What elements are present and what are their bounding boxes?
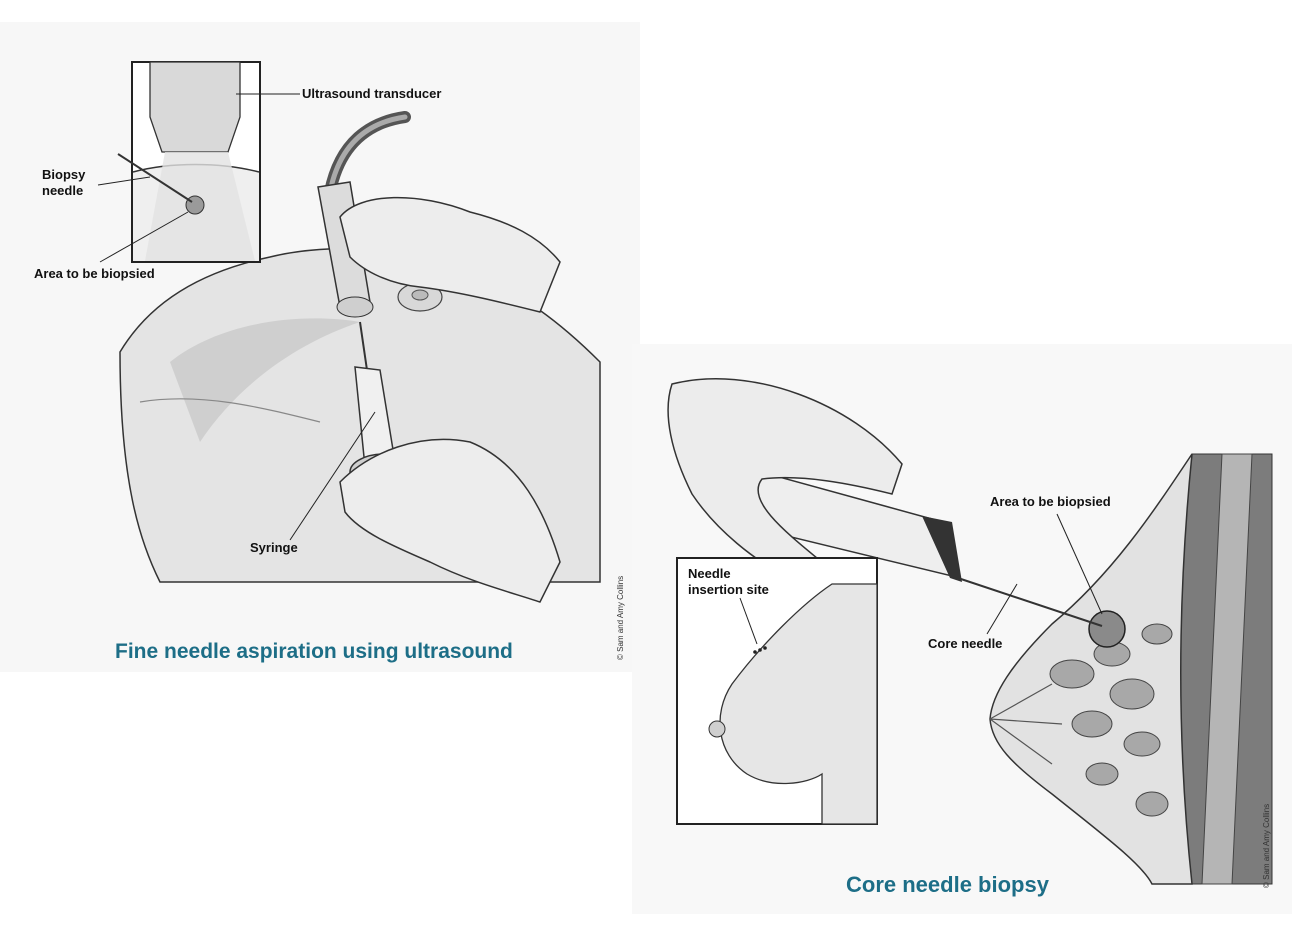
- upper-hand: [339, 196, 561, 313]
- core-hand: [667, 378, 903, 590]
- label-core-needle: Core needle: [928, 636, 1003, 651]
- label-syringe: Syringe: [250, 540, 298, 555]
- label-area-to-be-biopsied: Area to be biopsied: [34, 266, 155, 281]
- inset-breast: [719, 583, 878, 825]
- core-needle: [951, 575, 1103, 627]
- label-core-area-to-be-biopsied: Area to be biopsied: [990, 494, 1111, 509]
- label-needle-insertion-site: Needle insertion site: [688, 566, 769, 597]
- label-ultrasound-transducer: Ultrasound transducer: [302, 86, 442, 101]
- core-credit: © Sam and Amy Collins: [1262, 803, 1271, 888]
- core-lesion: [1088, 610, 1126, 648]
- core-illustration: [667, 378, 1273, 885]
- inset-needle: [117, 153, 193, 203]
- fna-credit: © Sam and Amy Collins: [616, 575, 625, 660]
- glandular-lobules: [1049, 623, 1173, 817]
- core-illustration-panel: Needle insertion site Area to be biopsie…: [632, 344, 1292, 914]
- core-caption: Core needle biopsy: [846, 872, 1049, 897]
- lower-hand: [339, 438, 561, 603]
- fna-illustration: [97, 61, 601, 603]
- fna-illustration-panel: Ultrasound transducer Biopsy needle Area…: [0, 22, 640, 672]
- torso-shading: [170, 318, 360, 442]
- fna-caption: Fine needle aspiration using ultrasound: [115, 640, 513, 663]
- label-biopsy-needle: Biopsy needle: [42, 167, 86, 198]
- insertion-site-dots: [753, 646, 767, 654]
